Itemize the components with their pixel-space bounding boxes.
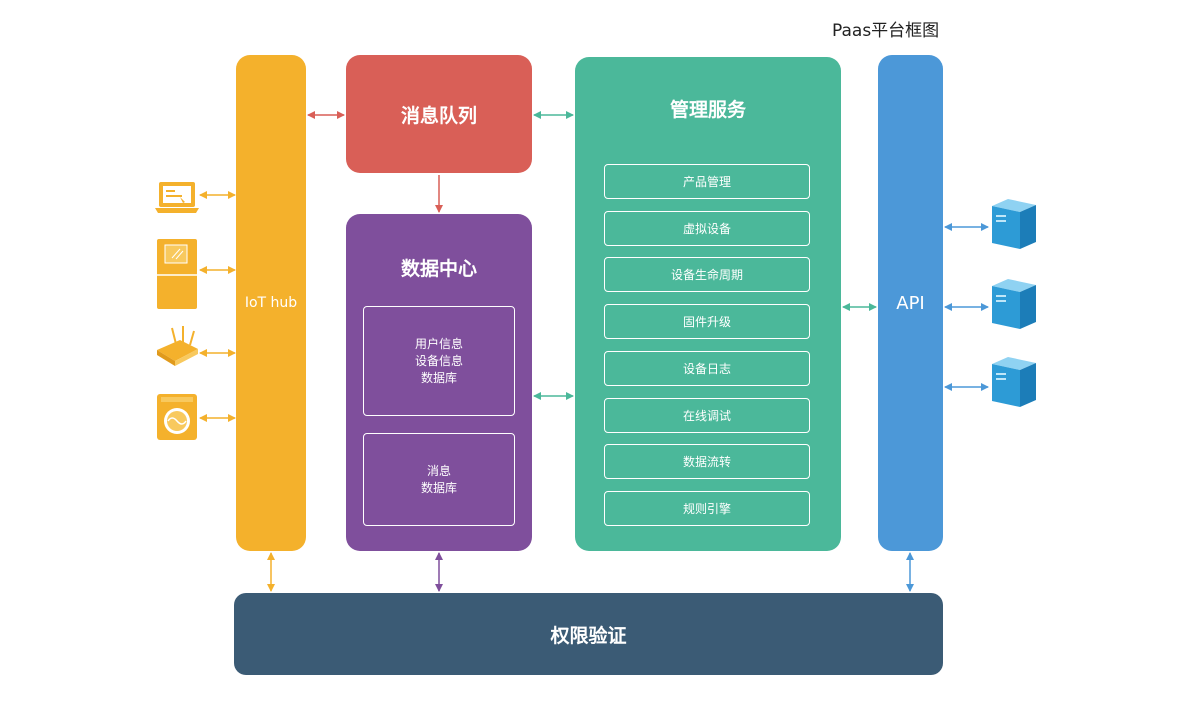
db-line: 数据库 <box>420 370 457 385</box>
management-service-label: 管理服务 <box>669 99 746 121</box>
management-service-block: 管理服务 产品管理 虚拟设备 设备生命周期 固件升级 设备日志 在线调试 数据流… <box>575 57 841 551</box>
laptop-icon <box>155 182 199 213</box>
data-center-label: 数据中心 <box>400 258 477 280</box>
service-item: 固件升级 <box>604 304 810 339</box>
db-line: 数据库 <box>420 480 457 495</box>
message-queue-label: 消息队列 <box>400 104 477 127</box>
api-block: API <box>878 55 943 551</box>
fridge-icon <box>157 239 197 309</box>
auth-block: 权限验证 <box>234 593 943 675</box>
api-label: API <box>896 292 925 314</box>
iot-hub-block: IoT hub <box>236 55 306 551</box>
service-item: 规则引擎 <box>604 491 810 526</box>
data-center-block: 数据中心 用户信息 设备信息 数据库 消息 数据库 <box>346 214 532 551</box>
service-item: 数据流转 <box>604 444 810 479</box>
server-icon-1 <box>992 199 1036 249</box>
message-database-box: 消息 数据库 <box>363 433 515 526</box>
service-item: 设备生命周期 <box>604 257 810 292</box>
service-item: 在线调试 <box>604 398 810 433</box>
diagram-title: Paas平台框图 <box>832 21 940 41</box>
service-item: 产品管理 <box>604 164 810 199</box>
iot-hub-label: IoT hub <box>244 295 298 311</box>
server-icon-3 <box>992 357 1036 407</box>
db-line: 用户信息 <box>414 336 463 351</box>
auth-label: 权限验证 <box>550 624 627 647</box>
db-line: 消息 <box>426 463 451 478</box>
service-item: 设备日志 <box>604 351 810 386</box>
router-icon <box>157 326 198 366</box>
washing-machine-icon <box>157 394 197 440</box>
message-queue-block: 消息队列 <box>346 55 532 173</box>
user-device-database-box: 用户信息 设备信息 数据库 <box>363 306 515 416</box>
server-icon-2 <box>992 279 1036 329</box>
db-line: 设备信息 <box>414 353 463 368</box>
service-item: 虚拟设备 <box>604 211 810 246</box>
